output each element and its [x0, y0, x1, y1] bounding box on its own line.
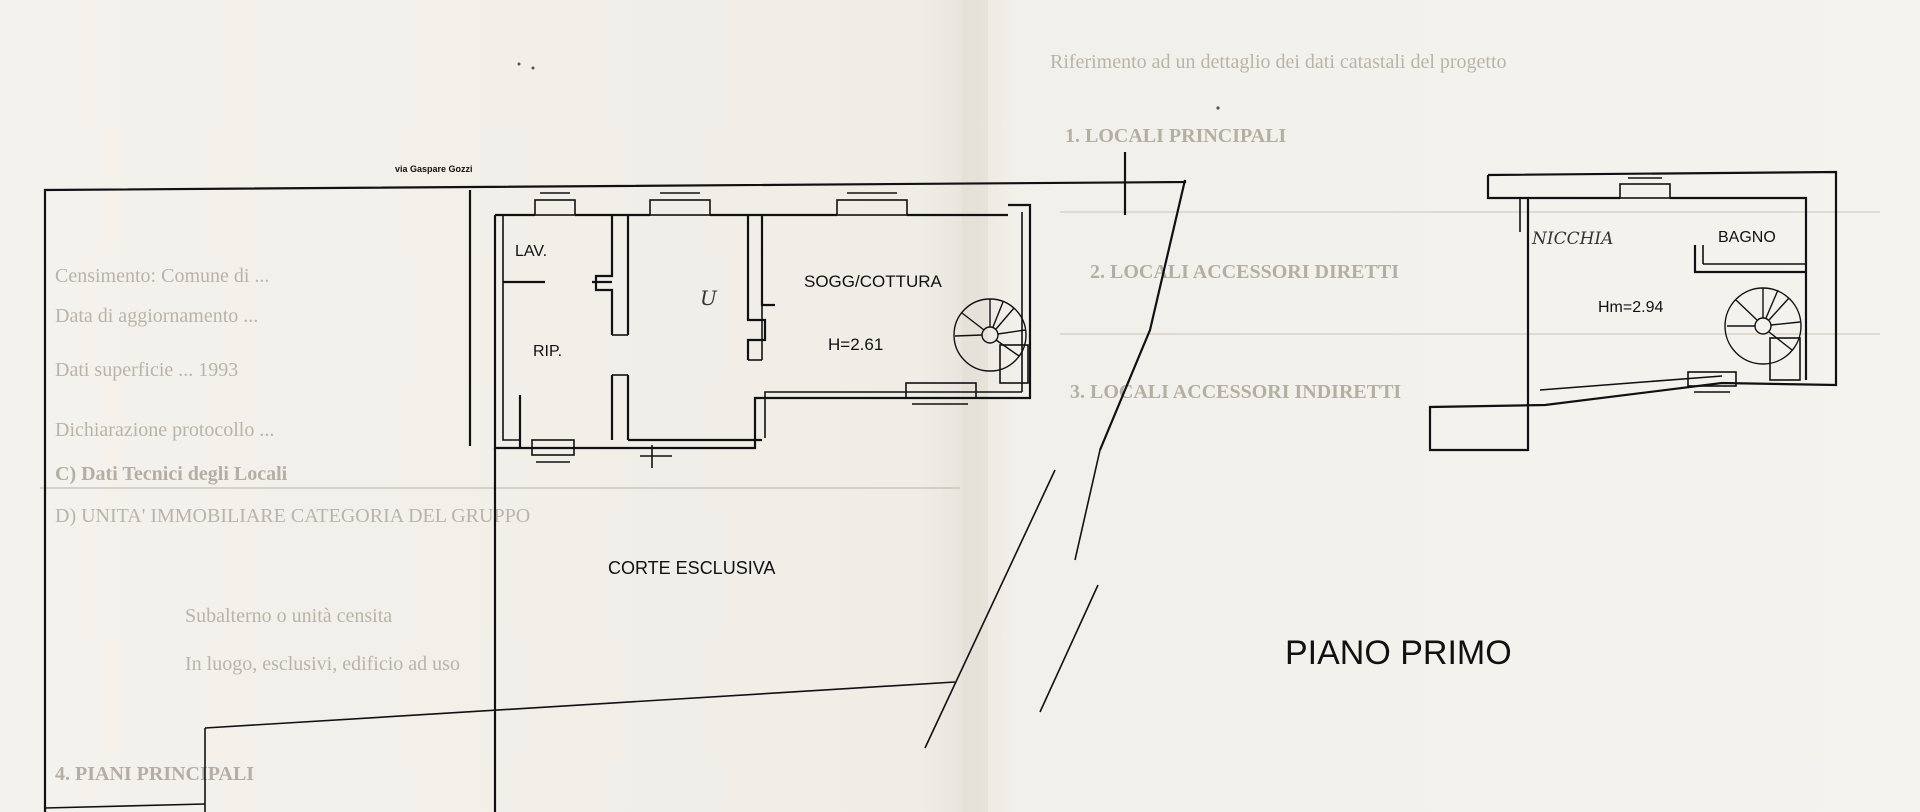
court-south-wall	[204, 681, 956, 729]
room-label-soggiorno: SOGG/COTTURA	[804, 272, 943, 291]
floor-title-piano-primo: PIANO PRIMO	[1285, 634, 1512, 672]
room-label-lav: LAV.	[515, 243, 547, 260]
first-floor-plan: NICCHIA BAGNO Hm=2.94	[1428, 170, 1838, 452]
spiral-staircase-ground	[953, 298, 1029, 384]
interior-walls	[503, 215, 775, 468]
ground-floor-plan: LAV. RIP. SOGG/COTTURA H=2.61 CORTE ESCL…	[43, 152, 1187, 812]
scan-specks	[517, 62, 1220, 110]
court-diagonal-mark	[1039, 584, 1099, 713]
window-top-3	[836, 192, 908, 216]
ghost-line-8: Dichiarazione protocollo ...	[55, 419, 274, 441]
room-label-rip: RIP.	[533, 343, 562, 360]
window-top-2	[649, 192, 711, 216]
handwritten-mark: U	[700, 286, 718, 310]
first-floor-window-bottom	[1687, 371, 1737, 393]
handwritten-note-nicchia: NICCHIA	[1531, 229, 1613, 249]
ghost-line-2: 1. LOCALI PRINCIPALI	[1065, 125, 1287, 147]
ghost-line-9: C) Dati Tecnici degli Locali	[55, 463, 288, 485]
ghost-line-11: Subalterno o unità censita	[185, 605, 392, 627]
room-label-corte: CORTE ESCLUSIVA	[608, 558, 775, 578]
ghost-line-12: In luogo, esclusivi, edificio ad uso	[185, 653, 460, 675]
ghost-line-6: Data di aggiornamento ...	[55, 305, 258, 327]
window-bottom-1	[531, 439, 575, 463]
window-bottom-2	[905, 382, 977, 405]
ghost-line-3: 2. LOCALI ACCESSORI DIRETTI	[1090, 261, 1399, 283]
ghost-line-4: 3. LOCALI ACCESSORI INDIRETTI	[1070, 381, 1401, 403]
spiral-staircase-first	[1724, 287, 1802, 381]
ghost-line-1: Riferimento ad un dettaglio dei dati cat…	[1050, 51, 1507, 73]
ghost-line-13: 4. PIANI PRINCIPALI	[55, 763, 254, 785]
first-floor-window-top	[1619, 177, 1671, 199]
ghost-line-5: Censimento: Comune di ...	[55, 265, 269, 287]
first-floor-height: Hm=2.94	[1598, 299, 1663, 316]
ground-floor-height: H=2.61	[828, 335, 883, 354]
court-diagonal-wall	[924, 469, 1056, 749]
bathroom-partition	[1693, 245, 1806, 274]
east-boundary	[1098, 179, 1187, 451]
street-label: via Gaspare Gozzi	[395, 164, 473, 174]
page-fold	[962, 0, 988, 812]
window-top-1	[534, 192, 576, 216]
ghost-line-10: D) UNITA' IMMOBILIARE CATEGORIA DEL GRUP…	[55, 505, 530, 527]
east-boundary-lower	[1074, 449, 1101, 561]
ghost-line-7: Dati superficie ... 1993	[55, 359, 238, 381]
room-label-bagno: BAGNO	[1718, 229, 1776, 246]
show-through-text: Riferimento ad un dettaglio dei dati cat…	[40, 51, 1880, 785]
first-floor-outline	[1428, 170, 1838, 452]
